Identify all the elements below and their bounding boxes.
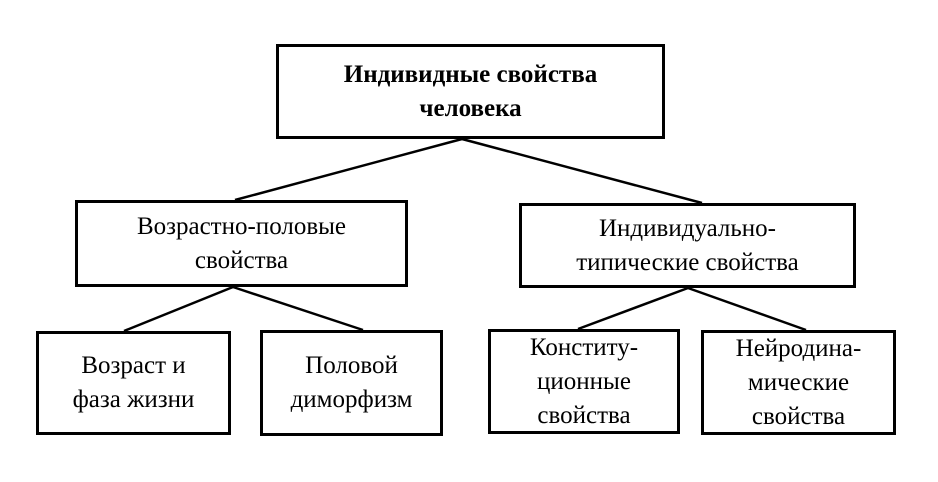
age-and-life-phase-line-1: Возраст и [81,352,186,379]
root-node-line-1: Индивидные свойства [343,60,598,88]
link-age-sex-to-age [123,285,234,333]
age-sex-properties-line-2: свойства [194,246,289,274]
age-and-life-phase-line-2: фаза жизни [72,386,195,413]
link-root-to-age-sex [234,137,463,202]
neurodynamic-properties-line-2: мические [747,368,850,396]
link-typical-to-neurodynamic [687,286,807,332]
root-node-line-2: человека [419,94,522,122]
individual-typical-properties-line-2: типические свойства [576,248,799,276]
link-root-to-typical [461,137,703,205]
link-age-sex-to-dimorphism [232,285,364,332]
constitutional-properties-line-2: ционные [537,367,631,395]
age-and-life-phase-node: Возраст и фаза жизни [36,331,231,435]
neurodynamic-properties-line-1: Нейродина- [735,334,862,362]
constitutional-properties-node: Конститу- ционные свойства [488,329,680,434]
link-typical-to-constitution [577,286,689,331]
sexual-dimorphism-node: Половой диморфизм [260,330,443,436]
neurodynamic-properties-line-3: свойства [751,402,846,430]
age-sex-properties-node: Возрастно-половые свойства [75,200,408,287]
individual-typical-properties-node: Индивидуально- типические свойства [519,203,856,288]
individual-typical-properties-line-1: Индивидуально- [598,214,776,242]
constitutional-properties-line-3: свойства [537,401,631,429]
age-sex-properties-line-1: Возрастно-половые [136,212,347,240]
neurodynamic-properties-node: Нейродина- мические свойства [701,330,896,435]
sexual-dimorphism-line-1: Половой [305,352,398,379]
root-node: Индивидные свойства человека [276,44,665,139]
constitutional-properties-line-1: Конститу- [529,333,639,361]
sexual-dimorphism-line-2: диморфизм [290,386,413,413]
